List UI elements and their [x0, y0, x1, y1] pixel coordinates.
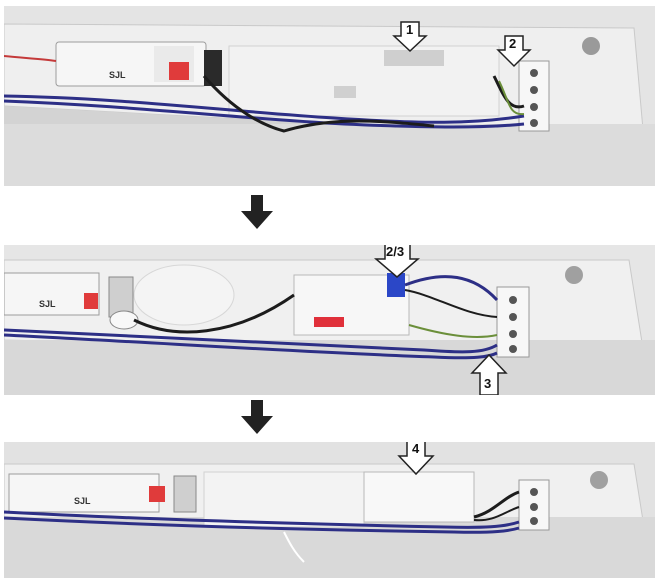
- led-driver: SJL: [55, 41, 222, 87]
- step-3-photo: SJL 4: [4, 442, 655, 578]
- svg-text:SJL: SJL: [74, 496, 91, 506]
- svg-text:SJL: SJL: [39, 299, 56, 309]
- next-step-arrow-icon: [241, 195, 273, 229]
- callout-arrow-1: 1: [392, 21, 428, 53]
- step-1-photo: SJL 1 2: [4, 6, 655, 186]
- svg-text:SJL: SJL: [109, 70, 126, 80]
- svg-text:1: 1: [406, 22, 413, 37]
- svg-text:3: 3: [484, 376, 491, 391]
- led-driver: SJL: [8, 473, 197, 513]
- terminal-block: [518, 60, 550, 132]
- next-step-arrow-icon: [241, 400, 273, 434]
- callout-arrow-2: 2: [496, 35, 532, 68]
- sensor-cover: [363, 471, 475, 523]
- callout-arrow-2-3: 2/3: [373, 245, 421, 278]
- sensor-module: [293, 273, 410, 336]
- led-driver: SJL: [4, 272, 134, 318]
- terminal-block: [518, 479, 550, 531]
- svg-text:4: 4: [412, 442, 420, 456]
- svg-text:2: 2: [509, 36, 516, 51]
- step-2-photo: SJL 2/3: [4, 245, 655, 395]
- terminal-block: [496, 286, 530, 358]
- svg-text:2/3: 2/3: [386, 245, 404, 259]
- callout-arrow-3: 3: [470, 353, 508, 395]
- callout-arrow-4: 4: [397, 442, 435, 476]
